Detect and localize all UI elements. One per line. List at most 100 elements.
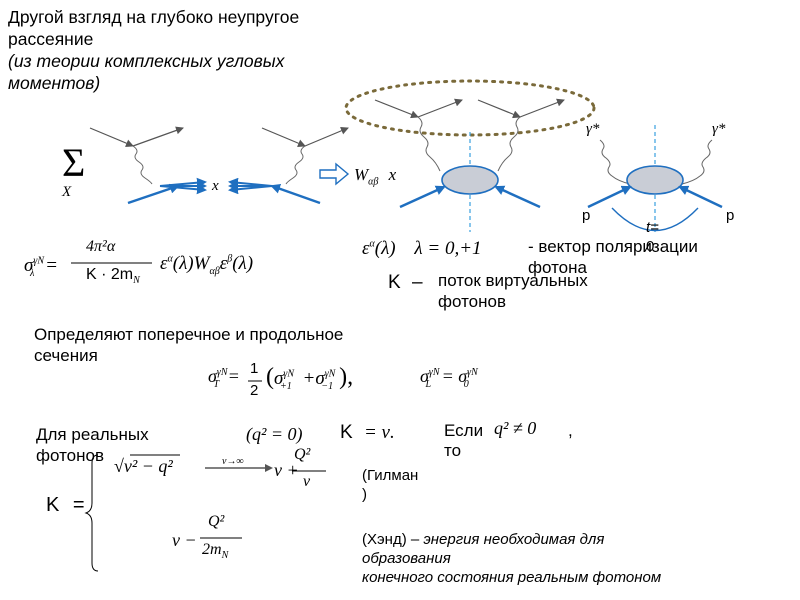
w-tensor: Wαβ x: [354, 165, 396, 187]
photon-right: [285, 145, 306, 185]
fraction-denominator: K · 2mN: [86, 266, 140, 286]
hand-note: (Хэнд) – энергия необходимая для образов…: [362, 530, 782, 587]
k-nu-value: = ν.: [363, 422, 395, 443]
denominator-text: K · 2m: [86, 266, 134, 283]
blob-mid: [441, 165, 499, 195]
sigma-l-eq: =: [441, 366, 454, 386]
real-photons-label: Для реальных фотонов: [36, 424, 149, 466]
nu-minus: ν −: [172, 530, 197, 550]
t-value: 0: [646, 238, 655, 255]
gamma-left: γ*: [586, 121, 600, 137]
real-photons-line-1: Для реальных: [36, 425, 149, 444]
eps-alpha-sup: α: [167, 253, 173, 265]
sigma-t: σ: [208, 366, 217, 386]
sqrt-sign: √: [114, 456, 124, 476]
comma: ,: [568, 421, 573, 440]
flux-k-symbol: K: [388, 272, 401, 293]
flux-dash: –: [411, 272, 423, 293]
sigma-minus: σ: [315, 368, 325, 389]
q2-numerator: Q²: [208, 513, 225, 530]
two-m-denominator: 2mN: [202, 541, 228, 561]
w-argument: x: [388, 165, 397, 184]
eps-vector-sup: α: [369, 238, 375, 250]
gilman-line-1: (Гилман: [362, 467, 419, 484]
real-photons-line-2: фотонов: [36, 446, 104, 465]
approx-q2: Q²: [294, 446, 311, 463]
flux-description: поток виртуальных фотонов: [438, 270, 588, 312]
k-brace: [84, 454, 99, 572]
w-symbol: W: [354, 165, 369, 184]
lepton-in-right: [261, 127, 306, 147]
lepton-out-right: [304, 127, 349, 147]
polarization-product: εα(λ)Wαβεβ(λ): [160, 253, 253, 277]
photon-left: [132, 145, 153, 185]
sigma-lambda: σγNλ =: [24, 255, 58, 279]
eps-vector: εα(λ) λ = 0,+1: [362, 238, 482, 260]
lambda-values: λ = 0,+1: [414, 238, 482, 259]
sigma-t-sup: γN: [216, 367, 228, 378]
gilman-line-2: ): [362, 486, 367, 503]
hadron-in-right: [270, 183, 321, 205]
paren-close: ),: [339, 364, 354, 390]
sigma-sub: λ: [30, 267, 35, 279]
two-m-sub: N: [221, 550, 229, 562]
sigma-zero: σ: [458, 366, 468, 386]
k-definition: K =: [46, 494, 85, 517]
title-line-2: рассеяние: [8, 29, 94, 49]
sum-symbol: Σ: [62, 140, 85, 185]
proton-right: p: [726, 207, 735, 224]
blob-right: [626, 165, 684, 195]
gamma-right: γ*: [712, 121, 726, 137]
dotted-oval: [344, 79, 596, 137]
eq-sign-1: =: [45, 255, 58, 276]
fraction-numerator: 4π²α: [86, 238, 116, 255]
sigma-plus-sub: +1: [280, 380, 292, 392]
flux-line-2: фотонов: [438, 292, 506, 311]
k-symbol-real: K: [340, 422, 353, 443]
sigma-sup: γN: [33, 255, 44, 267]
sum-subscript: X: [62, 184, 72, 200]
sigma-t-sub: T: [213, 378, 220, 390]
eps-beta-sup: β: [227, 253, 233, 265]
flux-k: K –: [388, 272, 423, 294]
lepton-out-left: [132, 126, 184, 147]
x-arrows: [159, 177, 273, 195]
denominator-sub: N: [133, 275, 140, 287]
approx-nu-den: ν: [303, 473, 311, 490]
approx-nu-plus: ν +: [274, 460, 299, 480]
sigma-sum: (σγN+1 +σγN−1),: [266, 364, 353, 392]
hand-italic-2: образования: [362, 550, 451, 567]
hadron-in-left: [127, 183, 180, 205]
title-line-3: (из теории комплексных угловых: [8, 51, 285, 71]
polarization-description: - вектор поляризации фотона: [528, 237, 698, 277]
title-line-4: моментов): [8, 73, 101, 93]
hand-italic-3: конечного состояния реальным фотоном: [362, 569, 662, 586]
t-arc: [611, 207, 699, 232]
k-def-eq: =: [72, 494, 85, 516]
sigma-transverse-formula: σγNT =: [208, 366, 240, 390]
sigma-l-sub: L: [425, 378, 432, 390]
title-line-1: Другой взгляд на глубоко неупругое: [8, 7, 300, 27]
sigma-minus-sup: γN: [324, 368, 336, 380]
plus-sign: +: [302, 368, 316, 389]
sigma-t-eq: =: [227, 366, 240, 386]
sigma-l: σ: [420, 366, 429, 386]
cross-sections-heading: Определяют поперечное и продольное сечен…: [34, 324, 343, 366]
paren-open: (: [266, 364, 274, 390]
eps-vector-arg: (λ): [374, 238, 396, 259]
hand-italic-1: энергия необходимая для: [423, 531, 605, 548]
sigma-longitudinal-formula: σγNL = σγN0: [420, 366, 478, 390]
sqrt-argument: ν² − q²: [123, 456, 173, 476]
implication-arrow: [319, 162, 350, 186]
sigma-l-sup: γN: [428, 367, 440, 378]
flux-line-1: поток виртуальных: [438, 271, 588, 290]
q2-nonzero: q² ≠ 0: [494, 418, 537, 438]
sigma-plus: σ: [274, 368, 284, 389]
x-label: x: [212, 178, 219, 194]
sigma-symbol: σ: [24, 255, 34, 276]
sigma-minus-sub: −1: [321, 380, 334, 392]
hand-prefix: (Хэнд) –: [362, 531, 420, 548]
sigma-plus-sup: γN: [283, 368, 294, 380]
eps-alpha: ε: [160, 253, 168, 274]
limit-label: ν→∞: [222, 456, 244, 467]
